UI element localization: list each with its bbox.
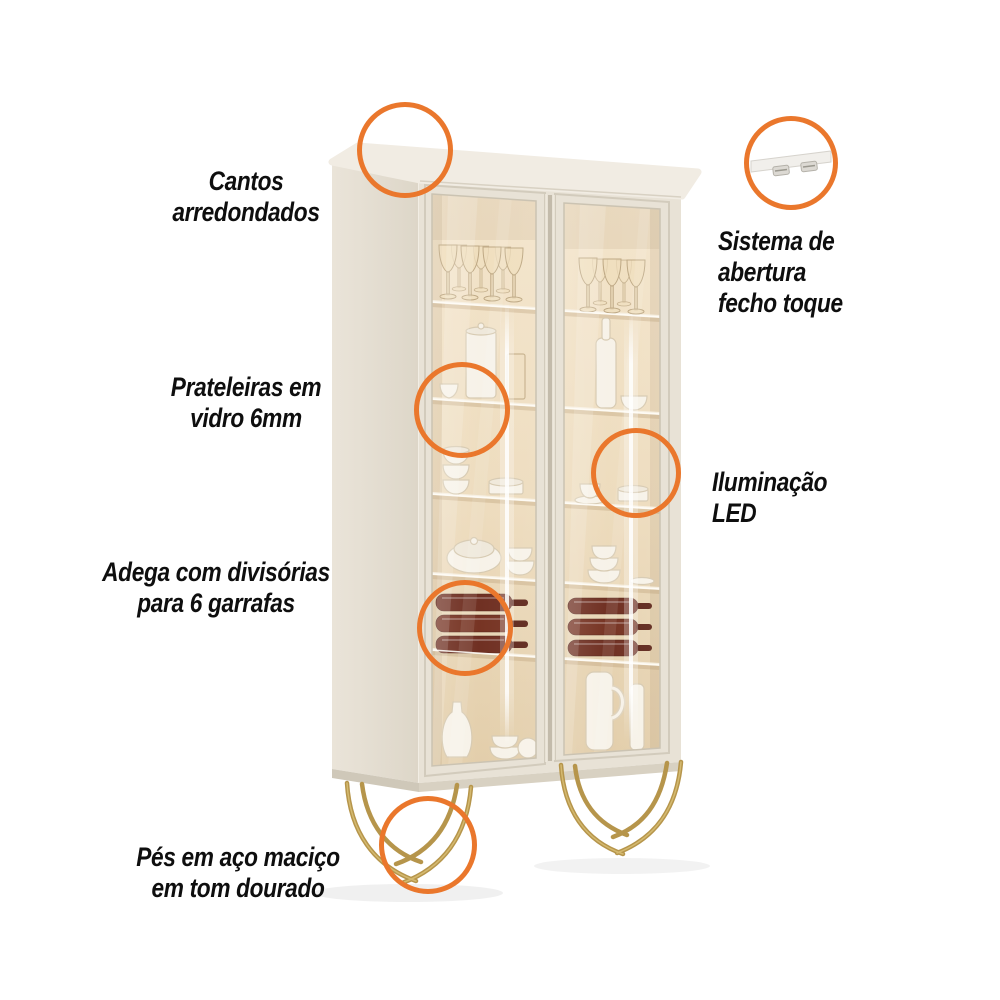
label-touch-opening: Sistema de abertura fecho toque <box>718 226 920 319</box>
label-led-lighting: Iluminação LED <box>712 467 888 529</box>
label-glass-shelves-line2: vidro 6mm <box>190 403 302 433</box>
cabinet-base <box>332 762 681 792</box>
label-gold-feet-line2: em tom dourado <box>151 873 325 903</box>
label-rounded-corners-line2: arredondados <box>172 197 320 227</box>
label-gold-feet: Pés em aço maciço em tom dourado <box>112 842 364 904</box>
door-frames <box>424 183 670 778</box>
highlight-gold-feet <box>379 796 477 894</box>
highlight-wine-rack <box>417 580 513 676</box>
cabinet-side-panel <box>332 162 420 783</box>
label-rounded-corners-line1: Cantos <box>208 166 284 196</box>
label-wine-rack: Adega com divisórias para 6 garrafas <box>88 557 343 619</box>
label-touch-opening-line2: fecho toque <box>718 288 843 318</box>
floor-shadow <box>313 858 710 902</box>
label-gold-feet-line1: Pés em aço maciço <box>136 842 340 872</box>
label-led-lighting-line1: Iluminação <box>712 467 828 497</box>
label-wine-rack-line2: para 6 garrafas <box>137 588 295 618</box>
left-door-contents <box>432 194 536 766</box>
highlight-led-lighting <box>591 428 681 518</box>
highlight-rounded-corner <box>357 102 453 198</box>
label-wine-rack-line1: Adega com divisórias <box>102 557 330 587</box>
label-glass-shelves: Prateleiras em vidro 6mm <box>140 372 352 434</box>
touch-latch-detail <box>750 150 832 177</box>
label-led-lighting-line2: LED <box>712 498 757 528</box>
highlight-touch-opening <box>744 116 838 210</box>
label-glass-shelves-line1: Prateleiras em <box>170 372 322 402</box>
highlight-glass-shelves <box>414 362 510 458</box>
label-touch-opening-line1: Sistema de abertura <box>718 226 835 287</box>
label-rounded-corners: Cantos arredondados <box>140 166 352 228</box>
